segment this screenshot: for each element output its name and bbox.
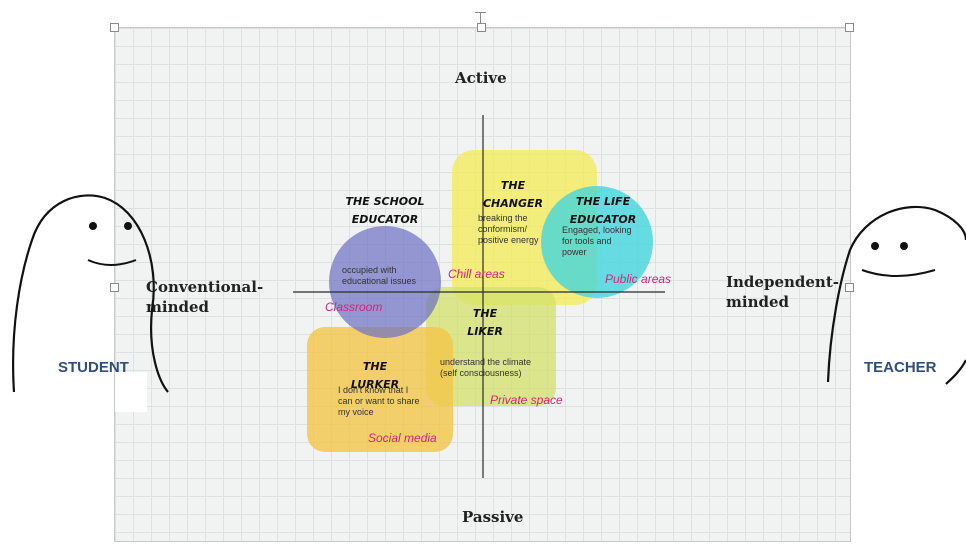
liker-desc-line: (self consciousness): [440, 368, 522, 378]
life-educator-title: THE LIFE EDUCATOR: [569, 195, 637, 226]
school-educator-title-line: EDUCATOR: [351, 213, 419, 226]
life-educator-desc: Engaged, looking for tools and power: [562, 225, 632, 258]
resize-handle-left[interactable]: [110, 283, 119, 292]
school-educator-title: THE SCHOOL EDUCATOR: [345, 193, 425, 229]
changer-desc-line: conformism/: [478, 224, 528, 234]
axis-label-conventional: Conventional- minded: [146, 277, 263, 317]
resize-handle-right[interactable]: [845, 283, 854, 292]
student-right-eye: [124, 222, 132, 230]
teacher-mouth: [861, 269, 936, 277]
changer-desc-line: breaking the: [478, 213, 528, 223]
student-label: STUDENT: [58, 359, 129, 376]
life-educator-desc-line: for tools and: [562, 236, 612, 246]
student-figure: [12, 194, 169, 393]
teacher-label: TEACHER: [864, 359, 937, 376]
place-classroom: Classroom: [325, 300, 383, 314]
place-private-space: Private space: [490, 393, 563, 407]
place-chill-areas: Chill areas: [448, 267, 505, 281]
changer-desc: breaking the conformism/ positive energy: [478, 213, 539, 246]
student-head-outline: [12, 194, 169, 393]
place-public-areas: Public areas: [605, 272, 672, 286]
school-educator-desc: occupied with educational issues: [342, 265, 416, 287]
axis-label-conventional-line2: minded: [146, 298, 209, 316]
teacher-head-outline: [826, 205, 966, 385]
student-label-backdrop: [115, 372, 147, 412]
teacher-figure: [826, 205, 966, 385]
lurker-desc-line: I don't know that I: [338, 385, 409, 395]
student-mouth: [87, 259, 137, 266]
rotate-handle[interactable]: [480, 12, 481, 24]
axis-label-independent-line2: minded: [726, 293, 789, 311]
lurker-desc: I don't know that I can or want to share…: [338, 385, 420, 418]
life-educator-circle: [541, 186, 653, 298]
resize-handle-top-right[interactable]: [845, 23, 854, 32]
axis-label-independent: Independent- minded: [726, 272, 839, 312]
teacher-left-eye: [871, 242, 879, 250]
changer-title: THE CHANGER: [482, 179, 543, 210]
liker-desc: understand the climate (self consciousne…: [440, 357, 531, 379]
life-educator-desc-line: Engaged, looking: [562, 225, 632, 235]
school-educator-desc-line: educational issues: [342, 276, 417, 286]
lurker-box: [307, 327, 453, 452]
rotate-handle-cap: [475, 12, 486, 13]
resize-handle-top[interactable]: [477, 23, 486, 32]
school-educator-desc-line: occupied with: [342, 265, 397, 275]
axis-label-independent-line1: Independent-: [726, 273, 839, 291]
lurker-desc-line: can or want to share: [338, 396, 420, 406]
teacher-right-eye: [900, 242, 908, 250]
axis-label-conventional-line1: Conventional-: [146, 278, 264, 296]
liker-box: [426, 287, 556, 406]
liker-title: THE LIKER: [467, 307, 503, 338]
student-left-eye: [89, 222, 97, 230]
lurker-desc-line: my voice: [338, 407, 374, 417]
changer-desc-line: positive energy: [478, 235, 539, 245]
place-social-media: Social media: [368, 431, 437, 445]
liker-desc-line: understand the climate: [440, 357, 532, 367]
axis-label-active: Active: [455, 69, 507, 87]
school-educator-title-line: THE SCHOOL: [345, 195, 425, 208]
school-educator-circle: [329, 226, 441, 338]
life-educator-desc-line: power: [562, 247, 587, 257]
axis-label-passive: Passive: [462, 508, 524, 526]
resize-handle-top-left[interactable]: [110, 23, 119, 32]
lurker-title: THE LURKER: [350, 360, 400, 391]
